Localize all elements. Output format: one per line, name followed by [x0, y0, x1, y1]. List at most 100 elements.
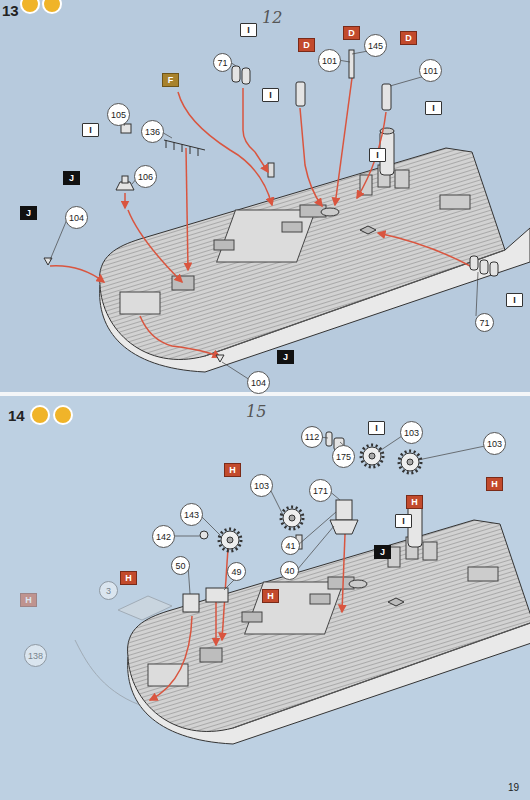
drawing-stroke — [21, 0, 39, 13]
drawing-stroke — [349, 50, 354, 78]
node-text: 143 — [184, 510, 199, 520]
drawing-stroke — [0, 392, 530, 396]
node-text: D — [405, 33, 412, 43]
drawing-stroke — [121, 124, 131, 133]
node-text: 40 — [284, 566, 294, 576]
node-text: I — [402, 516, 405, 526]
drawing-stroke — [75, 640, 140, 705]
callout-number: 175 — [332, 445, 355, 468]
drawing-stroke — [128, 210, 182, 282]
callout-number: 171 — [309, 479, 332, 502]
drawing-stroke — [399, 451, 421, 473]
paint-flag: D — [343, 26, 360, 40]
drawing-stroke — [122, 176, 128, 183]
drawing-stroke — [490, 262, 498, 276]
drawing-stroke — [242, 68, 250, 84]
node-text: I — [247, 25, 250, 35]
callout-number: 40 — [280, 561, 299, 580]
node-text: 41 — [285, 541, 295, 551]
node-text: 49 — [231, 567, 241, 577]
callout-number: 101 — [318, 49, 341, 72]
drawing-stroke — [43, 0, 61, 13]
drawing-stroke — [206, 588, 228, 602]
node-text: 142 — [156, 532, 171, 542]
drawing-stroke — [219, 529, 241, 551]
node-text: J — [283, 352, 288, 362]
paint-flag: D — [400, 31, 417, 45]
drawing-stroke — [378, 233, 474, 268]
callout-number: 112 — [301, 426, 323, 448]
callout-number: 138 — [24, 644, 47, 667]
step-number: 14 — [8, 407, 25, 424]
drawing-stroke — [50, 266, 104, 282]
callout-number: 3 — [99, 581, 118, 600]
drawing-stroke — [330, 520, 358, 534]
drawing-stroke — [178, 92, 272, 205]
node-text: H — [491, 479, 498, 489]
drawing-stroke — [418, 446, 485, 460]
parts — [44, 50, 498, 612]
drawing-stroke — [31, 406, 49, 424]
callout-number: 71 — [475, 313, 494, 332]
drawing-stroke — [128, 500, 530, 744]
drawing-stroke — [336, 500, 352, 520]
paint-flag: H — [224, 463, 241, 477]
callout-number: 143 — [180, 503, 203, 526]
node-text: 104 — [69, 213, 84, 223]
drawing-stroke — [164, 140, 205, 156]
drawing-stroke — [183, 594, 199, 612]
node-text: 106 — [138, 172, 153, 182]
paint-flag: H — [486, 477, 503, 491]
node-text: 71 — [217, 58, 227, 68]
node-text: 105 — [111, 110, 126, 120]
drawing-stroke — [378, 436, 402, 452]
node-text: H — [229, 465, 236, 475]
node-text: 103 — [404, 428, 419, 438]
callout-number: 103 — [250, 474, 273, 497]
callout-number: 103 — [483, 432, 506, 455]
callout-number: 105 — [107, 103, 130, 126]
drawing-stroke — [326, 432, 332, 446]
node-text: I — [89, 125, 92, 135]
node-text: I — [375, 423, 378, 433]
node-text: D — [303, 40, 310, 50]
node-text: 103 — [254, 481, 269, 491]
paint-flag: I — [369, 148, 386, 162]
paint-flag: I — [395, 514, 412, 528]
node-text: F — [168, 75, 174, 85]
node-text: 136 — [145, 127, 160, 137]
paint-flag: I — [368, 421, 385, 435]
drawing-stroke — [296, 82, 305, 106]
drawing-stroke — [75, 596, 172, 705]
paint-flag: I — [425, 101, 442, 115]
paint-flag: I — [506, 293, 523, 307]
drawing-stroke — [0, 0, 530, 392]
drawing-stroke — [186, 148, 188, 270]
handwritten-note: 15 — [246, 402, 266, 421]
drawing-stroke — [342, 534, 345, 612]
node-text: D — [348, 28, 355, 38]
drawing-stroke — [124, 193, 126, 208]
paint-flag: J — [277, 350, 294, 364]
paint-flag: H — [20, 593, 37, 607]
node-text: I — [432, 103, 435, 113]
callout-number: 41 — [281, 536, 300, 555]
node-text: I — [513, 295, 516, 305]
drawing-stroke — [100, 128, 530, 372]
drawing-stroke — [215, 600, 217, 645]
drawing-stroke — [300, 108, 322, 206]
drawing-stroke — [476, 272, 478, 316]
callout-number: 50 — [171, 556, 190, 575]
paint-flag: I — [240, 23, 257, 37]
paint-flag: H — [406, 495, 423, 509]
drawing-stroke — [335, 78, 352, 205]
paint-flag: D — [298, 38, 315, 52]
leaders — [50, 48, 485, 594]
drawing-stroke — [222, 362, 250, 380]
node-text: 171 — [313, 486, 328, 496]
drawing-stroke — [44, 258, 52, 265]
drawing-stroke — [357, 112, 386, 198]
drawing-stroke — [232, 66, 240, 82]
drawing-stroke — [382, 84, 391, 110]
